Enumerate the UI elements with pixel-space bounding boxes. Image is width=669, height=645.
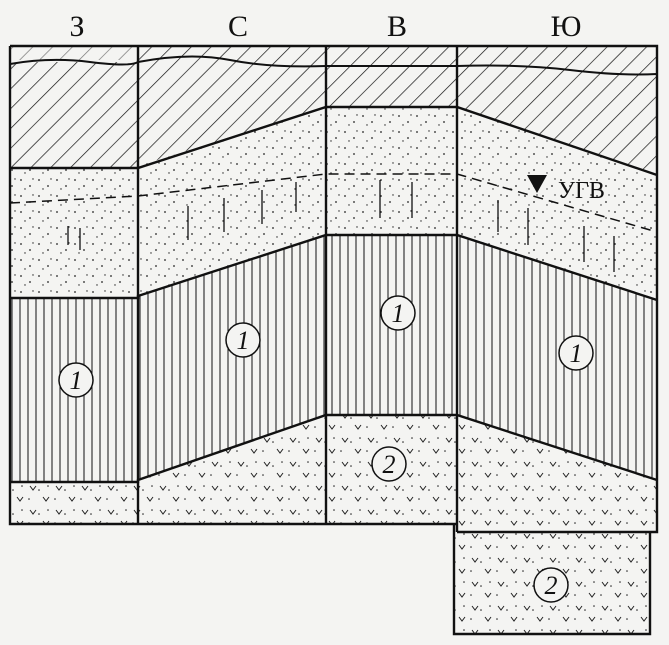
direction-label-east: В [387, 10, 407, 43]
east-soil-layer [326, 46, 457, 107]
direction-label-north: С [228, 10, 248, 43]
east-sand-layer [326, 107, 457, 235]
north-sandy-loam-layer [138, 415, 326, 524]
sand-vertical-marks [67, 180, 615, 272]
ground-surface-line [9, 55, 658, 76]
north-clay-layer [138, 235, 326, 480]
north-soil-layer [138, 46, 326, 166]
groundwater-table-line [9, 173, 658, 233]
west-sandy-loam-layer [10, 482, 138, 524]
svg-text:1: 1 [237, 326, 250, 355]
svg-text:2: 2 [545, 571, 558, 600]
layer-label-south-1: 1 [558, 335, 594, 371]
svg-text:2: 2 [383, 450, 396, 479]
layer-label-north-1: 1 [225, 322, 261, 358]
west-top-strip-hatch [10, 46, 138, 60]
south-soil-layer [457, 46, 657, 175]
layer-label-south-2: 2 [533, 567, 569, 603]
west-soil-layer [10, 46, 138, 168]
layer-label-east-2: 2 [371, 446, 407, 482]
groundwater-label: УГВ [558, 178, 605, 204]
svg-text:1: 1 [392, 299, 405, 328]
column-west [10, 46, 138, 524]
north-sand-layer [138, 107, 326, 296]
south-clay-layer [457, 235, 657, 480]
groundwater-triangle-icon [527, 175, 547, 193]
column-south [454, 46, 657, 634]
column-north [138, 46, 326, 524]
svg-text:1: 1 [70, 366, 83, 395]
column-east [326, 46, 457, 524]
south-sandy-loam-layer [457, 415, 657, 532]
direction-label-south: Ю [551, 10, 582, 43]
layer-label-west-1: 1 [58, 362, 94, 398]
direction-label-west: З [69, 10, 84, 43]
section-frame [8, 44, 659, 636]
west-sand-layer [10, 168, 138, 298]
svg-text:1: 1 [570, 339, 583, 368]
layer-label-east-1: 1 [380, 295, 416, 331]
